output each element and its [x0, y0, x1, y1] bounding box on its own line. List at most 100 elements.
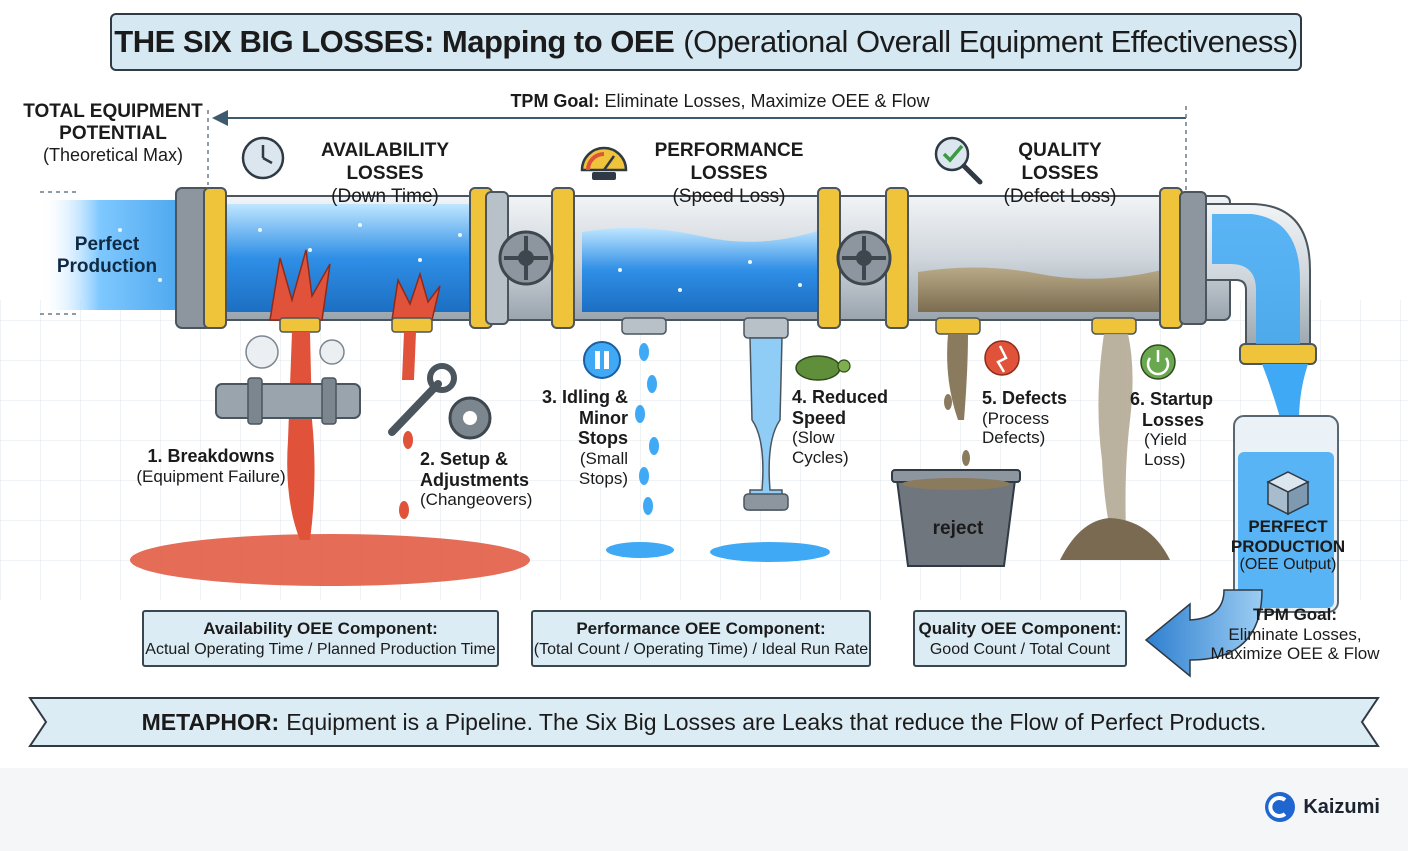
availability-losses-header: AVAILABILITY LOSSES (Down Time) [292, 140, 478, 208]
performance-component-title: Performance OEE Component: [576, 619, 826, 638]
breakdown-leak [130, 249, 530, 586]
loss-1-sub: (Equipment Failure) [136, 466, 286, 486]
availability-component-box: Availability OEE Component: Actual Opera… [142, 610, 499, 667]
tpm-goal-top-label: TPM Goal: [510, 91, 600, 111]
reject-bin-label: reject [932, 518, 984, 539]
tpm-side-line1: Eliminate Losses, [1228, 624, 1362, 644]
defects-leak [891, 317, 1021, 567]
availability-water [222, 204, 487, 312]
perfect-in-line2: Production [56, 255, 158, 277]
tpm-goal-top: TPM Goal: Eliminate Losses, Maximize OEE… [470, 91, 970, 112]
loss-6-sub2: Loss) [1144, 449, 1186, 469]
footer-bar: Kaizumi [0, 768, 1408, 851]
perfect-in-line1: Perfect [74, 234, 140, 255]
pause-icon [583, 341, 621, 379]
performance-component-box: Performance OEE Component: (Total Count … [531, 610, 871, 667]
perfect-production-output: PERFECT PRODUCTION (OEE Output) [1226, 517, 1350, 574]
metaphor-banner: METAPHOR: Equipment is a Pipeline. The S… [30, 698, 1378, 746]
metaphor-ribbon [28, 697, 1380, 747]
quality-title: QUALITY LOSSES [1018, 140, 1102, 184]
magnifier-check-icon [934, 136, 983, 185]
title-subtitle: (Operational Overall Equipment Effective… [683, 24, 1298, 59]
loss-5-label: 5. Defects (Process Defects) [982, 388, 1074, 448]
loss-3-sub1: (Small [579, 449, 628, 469]
quality-losses-header: QUALITY LOSSES (Defect Loss) [986, 140, 1134, 208]
loss-6-label: 6. Startup Losses (Yield Loss) [1130, 389, 1214, 469]
metaphor-text: Equipment is a Pipeline. The Six Big Los… [286, 708, 1267, 735]
output-tank-water [1238, 452, 1334, 608]
setup-leak [391, 271, 441, 519]
output-curved-arrow [1144, 589, 1263, 678]
outlet-flange [1239, 343, 1317, 365]
availability-title: AVAILABILITY LOSSES [320, 140, 450, 184]
turtle-icon [795, 355, 851, 381]
loss-2-title2: Adjustments [420, 469, 530, 490]
loss-6-sub1: (Yield [1144, 430, 1187, 450]
loss-3-title2: Minor Stops [577, 407, 628, 449]
title-banner: THE SIX BIG LOSSES: Mapping to OEE (Oper… [110, 13, 1302, 71]
diagram-canvas: THE SIX BIG LOSSES: Mapping to OEE (Oper… [0, 0, 1408, 768]
performance-sub: (Speed Loss) [672, 185, 786, 207]
loss-1-label: 1. Breakdowns (Equipment Failure) [136, 446, 286, 486]
valve-wheel-1 [498, 230, 554, 286]
tpm-side-line2: Maximize OEE & Flow [1210, 644, 1380, 664]
performance-title: PERFORMANCE LOSSES [654, 140, 804, 184]
potential-line1: TOTAL EQUIPMENT [23, 101, 203, 122]
idling-leak [606, 317, 674, 558]
startup-leak [1060, 317, 1170, 560]
brand-name: Kaizumi [1303, 795, 1380, 818]
brand-link[interactable]: Kaizumi [1263, 790, 1380, 824]
quality-sub: (Defect Loss) [1003, 185, 1117, 207]
tpm-side-label: TPM Goal: [1252, 605, 1338, 624]
cube-icon [1266, 471, 1310, 516]
total-potential-label: TOTAL EQUIPMENT POTENTIAL (Theoretical M… [18, 101, 208, 165]
availability-component-title: Availability OEE Component: [203, 619, 438, 638]
loss-4-label: 4. Reduced Speed (Slow Cycles) [792, 387, 890, 467]
pipe-flanges [175, 187, 1207, 329]
perfect-out-line2: PRODUCTION [1230, 536, 1346, 556]
potential-line2: POTENTIAL [59, 122, 167, 144]
loss-5-sub1: (Process [982, 408, 1050, 428]
availability-sub: (Down Time) [331, 185, 439, 207]
loss-4-title2: Speed [792, 407, 847, 428]
broken-heart-icon [984, 340, 1020, 376]
loss-4-title1: 4. Reduced [792, 387, 889, 407]
loss-5-title: 5. Defects [982, 388, 1068, 408]
availability-component-formula: Actual Operating Time / Planned Producti… [145, 641, 496, 659]
loss-6-title2: Losses [1142, 409, 1205, 430]
loss-2-title1: 2. Setup & [420, 449, 509, 469]
metaphor-label: METAPHOR: [141, 708, 280, 735]
title-main: THE SIX BIG LOSSES: Mapping to OEE [114, 24, 675, 59]
perfect-production-input: Perfect Production [52, 234, 162, 278]
loss-2-label: 2. Setup & Adjustments (Changeovers) [420, 449, 533, 510]
loss-3-title1: 3. Idling & [541, 387, 628, 407]
quality-component-title: Quality OEE Component: [918, 619, 1122, 638]
performance-losses-header: PERFORMANCE LOSSES (Speed Loss) [630, 140, 828, 208]
clock-icon [241, 136, 285, 180]
loss-2-sub: (Changeovers) [420, 490, 533, 510]
pipeline-illustration [0, 106, 1408, 747]
wrench-gear-icon [388, 363, 492, 440]
performance-component-formula: (Total Count / Operating Time) / Ideal R… [533, 641, 869, 659]
loss-3-sub2: Stops) [578, 468, 628, 488]
perfect-out-sub: (OEE Output) [1239, 556, 1337, 574]
gauge-icon [580, 146, 628, 180]
reduced-speed-leak [710, 317, 830, 562]
performance-water [582, 227, 820, 312]
tpm-goal-top-text: Eliminate Losses, Maximize OEE & Flow [604, 91, 930, 111]
loss-3-label: 3. Idling & Minor Stops (Small Stops) [526, 387, 628, 488]
tpm-goal-arrowhead [212, 110, 228, 126]
kaizumi-logo-icon [1265, 792, 1296, 822]
quality-component-box: Quality OEE Component: Good Count / Tota… [913, 610, 1127, 667]
loss-5-sub2: Defects) [982, 428, 1046, 448]
perfect-out-line1: PERFECT [1248, 517, 1328, 536]
outlet-water [1212, 214, 1300, 344]
power-icon [1140, 344, 1176, 380]
potential-sub: (Theoretical Max) [42, 144, 184, 165]
tpm-goal-side: TPM Goal: Eliminate Losses, Maximize OEE… [1200, 605, 1390, 664]
loss-6-title1: 6. Startup [1130, 389, 1214, 409]
loss-1-title: 1. Breakdowns [147, 446, 275, 466]
quality-component-formula: Good Count / Total Count [929, 641, 1111, 659]
loss-4-sub2: Cycles) [792, 447, 849, 467]
quality-dirty-water [918, 267, 1170, 312]
